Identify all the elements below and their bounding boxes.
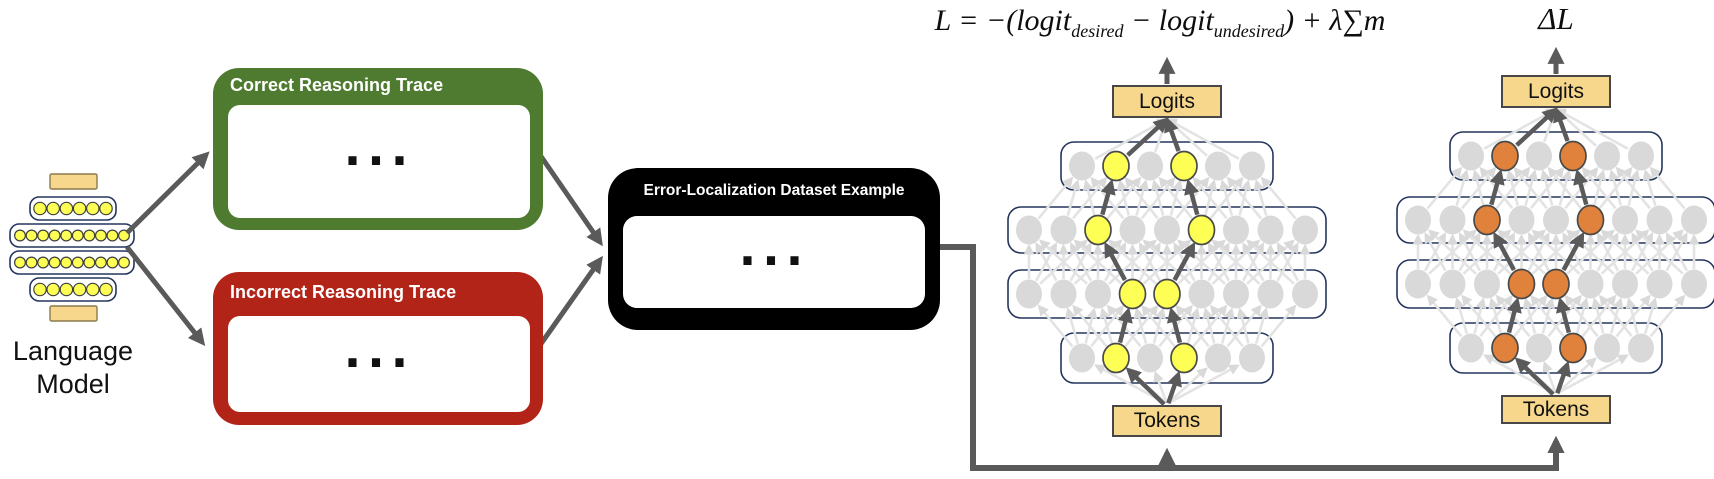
formula-part: − logit [1123, 4, 1214, 37]
error-localization-dataset-body: ... [623, 216, 925, 308]
network1-logits-box: Logits [1112, 85, 1222, 118]
delta-l-label: ΔL [1538, 1, 1574, 36]
correct-reasoning-trace-box: Correct Reasoning Trace ... [213, 68, 543, 230]
incorrect-reasoning-trace-body: ... [228, 316, 530, 412]
incorrect-reasoning-trace-box: Incorrect Reasoning Trace ... [213, 272, 543, 425]
loss-formula: L = −(logitdesired − logitundesired) + λ… [820, 4, 1500, 42]
language-model-label-line2: Model [36, 369, 110, 399]
network1-tokens-box: Tokens [1112, 405, 1222, 437]
language-model-label: Language Model [0, 335, 146, 401]
error-localization-dataset-box: Error-Localization Dataset Example ... [608, 168, 940, 330]
network1-tokens-label: Tokens [1133, 409, 1201, 432]
error-localization-dataset-title: Error-Localization Dataset Example [643, 182, 905, 199]
ellipsis-placeholder: ... [343, 121, 415, 176]
ellipsis-placeholder: ... [738, 222, 810, 276]
correct-reasoning-trace-body: ... [228, 105, 530, 218]
network2-tokens-box: Tokens [1501, 395, 1611, 424]
formula-subscript-undesired: undesired [1213, 21, 1285, 41]
formula-part: ) + λ∑m [1284, 4, 1386, 37]
formula-subscript-desired: desired [1071, 21, 1124, 41]
incorrect-reasoning-trace-title: Incorrect Reasoning Trace [230, 282, 457, 302]
ellipsis-placeholder: ... [343, 324, 415, 378]
correct-reasoning-trace-title: Correct Reasoning Trace [230, 75, 444, 95]
network1-logits-label: Logits [1138, 89, 1196, 113]
network2-logits-box: Logits [1501, 75, 1611, 108]
formula-part: L = −(logit [934, 4, 1072, 37]
network2-logits-label: Logits [1527, 79, 1585, 103]
network2-tokens-label: Tokens [1522, 397, 1590, 421]
language-model-label-line1: Language [12, 336, 134, 366]
